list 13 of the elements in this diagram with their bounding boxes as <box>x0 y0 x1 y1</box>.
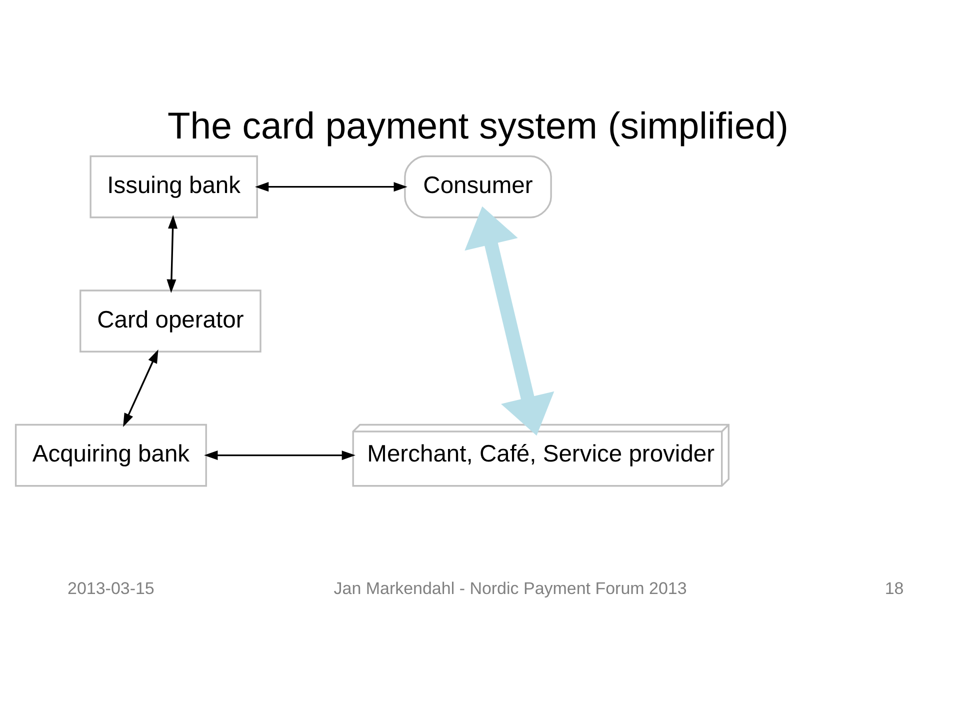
label: 2013-03-15 <box>67 578 154 598</box>
node-box: Card operator <box>79 290 261 352</box>
diagram-title: The card payment system (simplified) <box>166 104 788 147</box>
label: 18 <box>884 578 904 598</box>
arrow <box>166 215 178 293</box>
label: Jan Markendahl - Nordic Payment Forum 2013 <box>333 578 686 598</box>
node-box: Issuing bank <box>89 155 258 218</box>
arrow <box>254 182 407 192</box>
node-box: Acquiring bank <box>14 424 206 487</box>
node-box: Consumer <box>404 155 552 218</box>
arrow <box>122 349 158 427</box>
arrow <box>464 206 554 436</box>
arrow <box>204 450 355 460</box>
